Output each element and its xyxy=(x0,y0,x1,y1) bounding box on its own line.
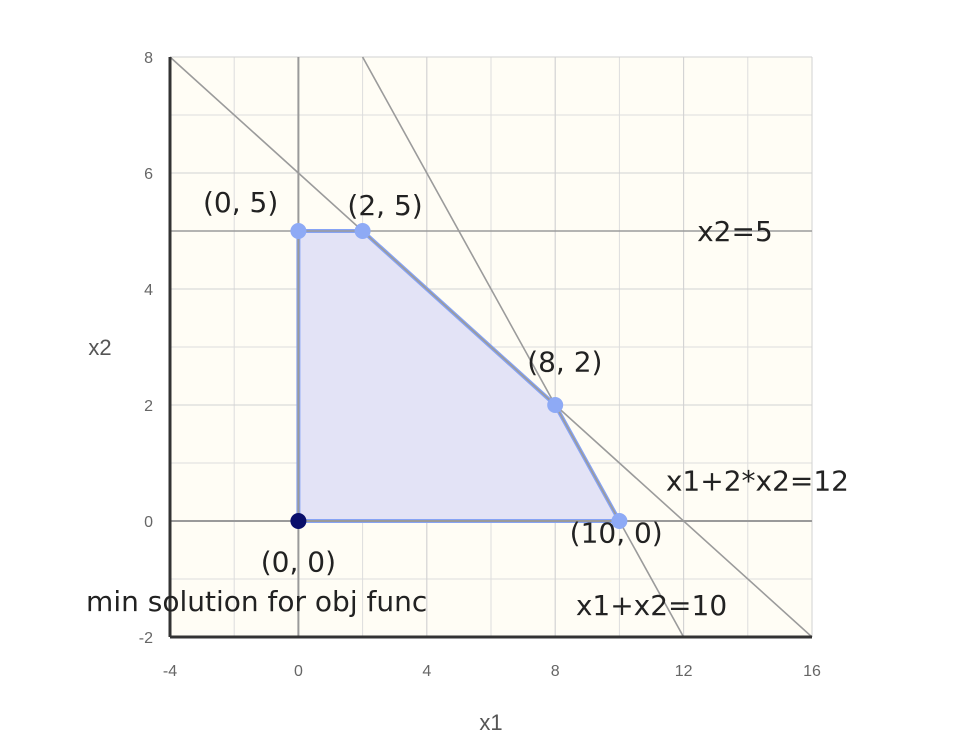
constraint-label: x2=5 xyxy=(697,215,773,248)
annotations: (0, 5) (2, 5) (8, 2) (10, 0) (0, 0) x2=5 x1+2*… xyxy=(86,186,849,622)
constraint-label: x1+x2=10 xyxy=(576,589,727,622)
constraint-label: x1+2*x2=12 xyxy=(666,464,849,497)
x-tick-label: 12 xyxy=(675,663,693,680)
axes xyxy=(168,57,812,639)
min-solution-note: min solution for obj func xyxy=(86,585,427,618)
vertex-point xyxy=(611,513,628,529)
optimum-point xyxy=(290,513,307,529)
constraint-lines xyxy=(169,56,813,638)
optimum-label: (0, 0) xyxy=(261,546,336,579)
x-tick-label: 16 xyxy=(803,663,821,680)
vertex-point xyxy=(290,223,307,239)
y-tick-label: 4 xyxy=(144,282,153,299)
vertex-point xyxy=(354,223,371,239)
vertex-label: (0, 5) xyxy=(203,186,278,219)
x-tick-label: 4 xyxy=(422,663,431,680)
y-axis-title: x2 xyxy=(88,335,111,360)
y-tick-label: 0 xyxy=(144,514,153,531)
y-tick-label: 8 xyxy=(144,50,153,67)
x-tick-label: 8 xyxy=(551,663,560,680)
y-tick-label: 6 xyxy=(144,166,153,183)
constraint-line xyxy=(169,56,813,638)
vertex-label: (8, 2) xyxy=(527,346,602,379)
vertex-label: (10, 0) xyxy=(570,517,663,550)
constraint-line xyxy=(361,56,685,638)
feasible-region-fill xyxy=(298,231,620,521)
vertex-point xyxy=(547,397,564,413)
x-axis-title: x1 xyxy=(479,710,502,735)
y-tick-label: 2 xyxy=(144,398,153,415)
x-tick-label: -4 xyxy=(163,663,177,680)
vertex-label: (2, 5) xyxy=(347,189,422,222)
y-tick-label: -2 xyxy=(139,630,153,647)
x-tick-label: 0 xyxy=(294,663,303,680)
tick-labels: -4 0 4 8 12 16 -2 0 2 4 6 8 xyxy=(139,50,821,680)
vertex-points xyxy=(290,223,628,529)
